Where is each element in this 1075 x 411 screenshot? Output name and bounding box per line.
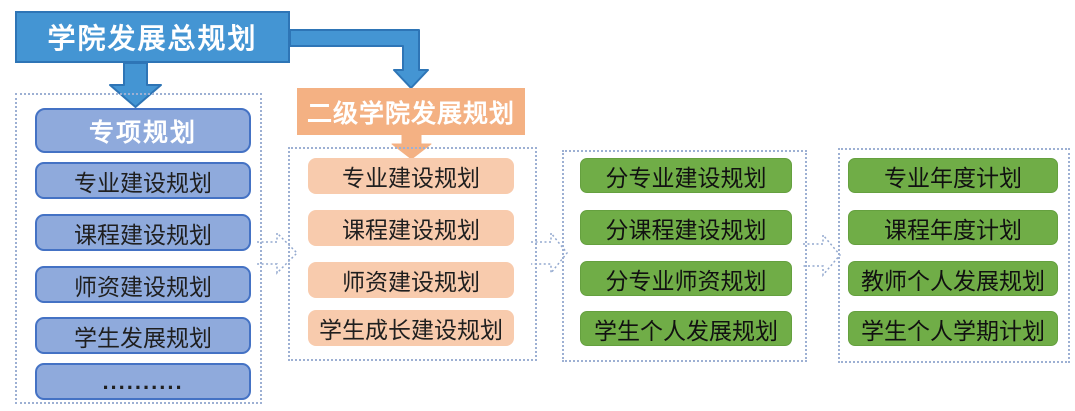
dotted-right-arrow-3 bbox=[803, 232, 841, 278]
flow-box: 学生个人发展规划 bbox=[580, 311, 792, 346]
flow-box: 专业年度计划 bbox=[848, 158, 1058, 193]
elbow-connector-arrow bbox=[289, 29, 429, 89]
flow-box: 分专业建设规划 bbox=[580, 158, 792, 193]
flow-box: 专业建设规划 bbox=[308, 158, 514, 194]
special-plans-header: 专项规划 bbox=[35, 108, 251, 153]
dotted-right-arrow-1 bbox=[257, 231, 299, 275]
dotted-right-arrow-2 bbox=[531, 230, 568, 276]
column-annual-plans bbox=[838, 148, 1070, 363]
column-sub-plans bbox=[562, 150, 807, 362]
flow-box: 学生个人学期计划 bbox=[848, 311, 1058, 346]
column-special-plans bbox=[15, 93, 262, 404]
flow-box: 专业建设规划 bbox=[35, 162, 251, 199]
master-plan-box: 学院发展总规划 bbox=[15, 11, 290, 63]
down-block-arrow bbox=[109, 62, 162, 108]
column-secondary-plans bbox=[288, 147, 537, 361]
flow-box: 师资建设规划 bbox=[35, 266, 251, 303]
flow-box-ellipsis: .......... bbox=[35, 363, 251, 400]
flow-box: 分课程建设规划 bbox=[580, 210, 792, 245]
flow-box: 师资建设规划 bbox=[308, 262, 514, 298]
secondary-college-plan-box: 二级学院发展规划 bbox=[297, 88, 525, 135]
flow-box: 分专业师资规划 bbox=[580, 261, 792, 296]
flow-box: 教师个人发展规划 bbox=[848, 261, 1058, 296]
flow-box: 课程建设规划 bbox=[308, 210, 514, 246]
flow-box: 学生成长建设规划 bbox=[308, 310, 514, 346]
flow-box: 课程建设规划 bbox=[35, 214, 251, 251]
flow-box: 课程年度计划 bbox=[848, 210, 1058, 245]
flow-box: 学生发展规划 bbox=[35, 317, 251, 354]
